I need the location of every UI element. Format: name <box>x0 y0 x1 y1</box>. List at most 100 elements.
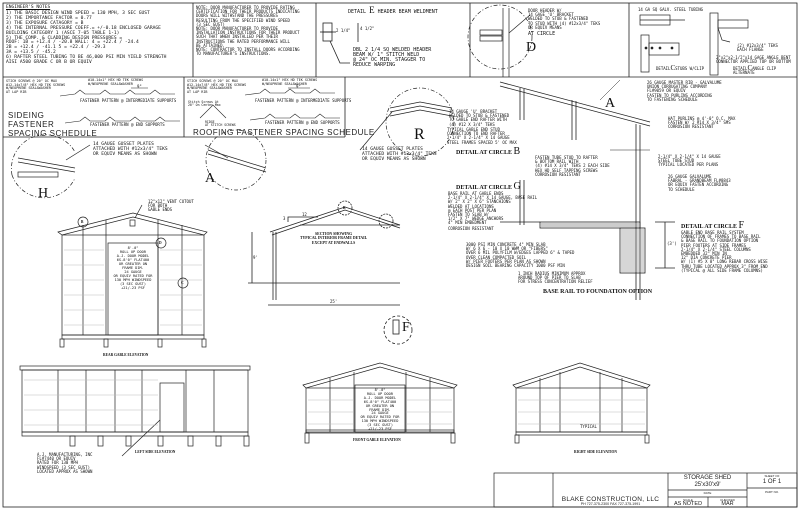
roofing-dim: 9" <box>296 84 301 89</box>
rear-gable-vent-note: 12"x12" VENT CUTOUT FOR BOTH GABLE ENDS <box>148 199 194 213</box>
section-drawing <box>248 200 413 345</box>
left-side-door-note: A.J. MANUFACTURING, INC FL#7440 OR EQUIV… <box>37 452 93 474</box>
siding-pattern-int: FASTENER PATTERN @ INTERMEDIATE SUPPORTS <box>80 98 177 103</box>
radius-note: 1 INCH RADIUS MINIMUM APPROX AROUND TOP … <box>518 271 593 285</box>
u-bracket-note: 14 GAUGE 'U' BRACKET WELDED TO STUB & FA… <box>449 109 510 127</box>
scale-value: AS NOTED <box>673 501 703 507</box>
left-side-drawing <box>19 365 251 457</box>
sheet-frame <box>2 2 798 508</box>
title-block-frame <box>493 472 798 508</box>
circle-d-marker: D <box>159 241 162 245</box>
circle-f-label: F <box>402 320 410 335</box>
tube-stud-note: 2-1/4" X 2-1/4" X 14 GAUGE STEEL TUBE ST… <box>658 154 721 168</box>
siding-dim: 9" <box>137 84 142 89</box>
circle-details <box>11 87 455 199</box>
detail-c-label-stubs: DETAILCSTUBS W/CLIP <box>656 65 705 72</box>
project-size: 25'x30'x9' <box>694 482 721 488</box>
elevation-siding-lines <box>24 379 645 426</box>
detail-e-dim2: 4 1/2" <box>360 26 375 31</box>
left-side-label: LEFT SIDE ELEVATION <box>135 450 176 454</box>
detail-e-title: DETAIL E HEADER BEAM WELDMENT <box>348 5 438 15</box>
pitch-run: 12 <box>302 212 307 217</box>
siding-schedule-title: SIDEING FASTENER SPACING SCHEDULE <box>8 111 98 138</box>
galvalume-note: 26 GAUGE GALVALUME FABRAL - GRANDBEAM FL… <box>668 174 731 192</box>
rear-gable-door-note: 8'-0" ROLL UP DOOR A.J. DOOR MODEL 6S-8'… <box>113 246 153 290</box>
foundation-option-title: BASE RAIL TO FOUNDATION OPTION <box>543 289 653 295</box>
section-title: SECTION SHOWING TYPICAL INTERIOR FRAME D… <box>300 232 368 245</box>
siding-pattern-end: FASTENER PATTERN @ END SUPPORTS <box>90 122 165 127</box>
checked-value: MAR <box>721 501 734 507</box>
circle-b-marker: B <box>81 220 84 224</box>
detail-b-title: DETAIL AT CIRCLE B <box>456 146 520 157</box>
detail-c-prefix: DETAIL <box>733 66 748 71</box>
front-gable-label: FRONT GABLE ELEVATION <box>353 438 401 442</box>
base-rail-note: BASE RAIL AT GABLE ENDS 2-1/4" X 2-1/4" … <box>448 191 538 226</box>
detail-e-letter: E <box>369 5 375 15</box>
front-gable-drawing <box>302 362 458 444</box>
detail-e-prefix: DETAIL <box>348 9 367 15</box>
sheet-number: 1 OF 1 <box>762 479 782 485</box>
front-gable-door-note: 8'-0" ROLL UP DOOR A.J. DOOR MODEL 6S-8'… <box>360 388 400 432</box>
gusset-note-r: 14 GAUGE GUSSET PLATES ATTACHED WITH #12… <box>362 147 437 162</box>
hat-purlins-note: HAT PURLINS @ 4'-0" O.C. MAX FASTEN W/ 2… <box>668 116 736 130</box>
company-phone: PH 727-375-2300 FAX 727-375-1991 <box>580 502 641 506</box>
siding-callout-1: STICH SCREWS @ 20" OC MAX #12-14x7/8" HE… <box>6 79 66 94</box>
detail-e-heading: HEADER BEAM WELDMENT <box>377 9 438 15</box>
rear-gable-drawing <box>57 204 208 348</box>
detail-e-dim: 2 1/4" <box>336 28 351 33</box>
detail-c-suffix: ANGLE CLIP ALTERNATE <box>733 66 777 76</box>
pier-dim: (3') <box>667 241 677 246</box>
rear-gable-label: REAR GABLE ELEVATION <box>103 353 149 357</box>
detail-e-note: DBL 2 1/4 SQ WELDED HEADER BEAM W/ 1" ST… <box>353 47 432 68</box>
engineer-notes: 1) THE BASIC DESIGN WIND SPEED = 130 MPH… <box>6 11 167 66</box>
company-name: BLAKE CONSTRUCTION, LLC <box>561 496 660 503</box>
corrosion-note: CORROSION RESISTANT <box>448 226 494 231</box>
detail-e-drawing <box>320 22 359 64</box>
roofing-ridge-note: Stitch Screws At 20" On Center Max <box>188 100 221 108</box>
detail-g-text: DETAIL AT CIRCLE <box>456 185 513 191</box>
roofing-callout-1: STICH SCREWS @ 20" OC MAX #12-14x7/8" HE… <box>187 79 247 94</box>
detail-g-letter: G <box>513 181 521 192</box>
detail-c-clip: 2"x2"x2-1/2"x14 GAGE ANGLE BENT CONNECTO… <box>716 55 791 65</box>
circle-h-label: H <box>38 186 49 201</box>
master-rib-note: 26 GAUGE MASTER RIB - GALVALUME UNION CO… <box>647 80 722 102</box>
detail-c-prefix: DETAIL <box>656 66 671 71</box>
detail-d-letter: D <box>526 40 537 55</box>
siding-callout-2: #10-14x1" HEX HD TEK SCREWS W/NEOPRENE S… <box>88 78 144 86</box>
detail-f-letter: F <box>738 220 745 231</box>
fastener-profiles <box>59 87 340 124</box>
rear-gable-siding <box>64 249 202 326</box>
foundation-drawing <box>499 79 675 300</box>
detail-b-letter: B <box>513 146 521 157</box>
circle-a-ref: A <box>605 96 616 111</box>
roofing-pattern-int: FASTENER PATTERN @ INTERMEDIATE SUPPORTS <box>255 98 352 103</box>
circle-c-marker: C <box>181 281 184 285</box>
gable-stud-note: TYPICAL GABLE END STUD CONNECTION TO END… <box>447 127 517 145</box>
date-label: DATE <box>703 491 712 495</box>
part-no-label: PART NO. <box>765 490 779 494</box>
detail-f-note: GABLE END BASE RAIL SYSTEM CONNECTION OF… <box>681 230 768 273</box>
detail-g-title: DETAIL AT CIRCLE G <box>456 181 521 192</box>
right-side-typical: TYPICAL <box>580 424 597 429</box>
gusset-note-h: 14 GAUGE GUSSET PLATES ATTACHED WITH #12… <box>93 142 168 157</box>
door-notes: NOTE: DOOR MANUFACTURER TO PROVIDE RATIN… <box>196 5 300 57</box>
detail-c-teks: (2) #12x3/4" TEKS EACH FLANGE <box>737 43 778 53</box>
detail-d-drawing <box>467 4 533 77</box>
detail-c-letter: C <box>747 64 753 72</box>
detail-c-tubing: 14 GA SQ GALV. STEEL TUBING <box>638 7 704 12</box>
fasten-tube-note: FASTEN TUBE STUD TO RAFTER & BOTTOM RAIL… <box>535 155 610 177</box>
circle-a-label: A <box>205 171 216 186</box>
engineer-notes-title: ENGINEER'S NOTES <box>6 5 51 10</box>
project-name: STORAGE SHED <box>683 475 732 481</box>
sheet-label: SHEET OF <box>764 474 780 478</box>
scale-label: SCALE <box>683 498 693 502</box>
detail-d-at-circle: AT CIRCLE <box>528 31 556 37</box>
roofing-callout-2: #10-14x1" HEX HD TEK SCREWS W/NEOPRENE S… <box>262 78 318 86</box>
detail-b-text: DETAIL AT CIRCLE <box>456 150 513 156</box>
pitch-rise: 3 <box>283 216 286 221</box>
detail-f-title: DETAIL AT CIRCLE F <box>681 220 744 231</box>
detail-c-drawing <box>639 12 749 76</box>
detail-c-suffix: STUBS W/CLIP <box>675 66 705 71</box>
roofing-pattern-end: FASTENER PATTERN @ END SUPPORTS <box>265 120 340 125</box>
